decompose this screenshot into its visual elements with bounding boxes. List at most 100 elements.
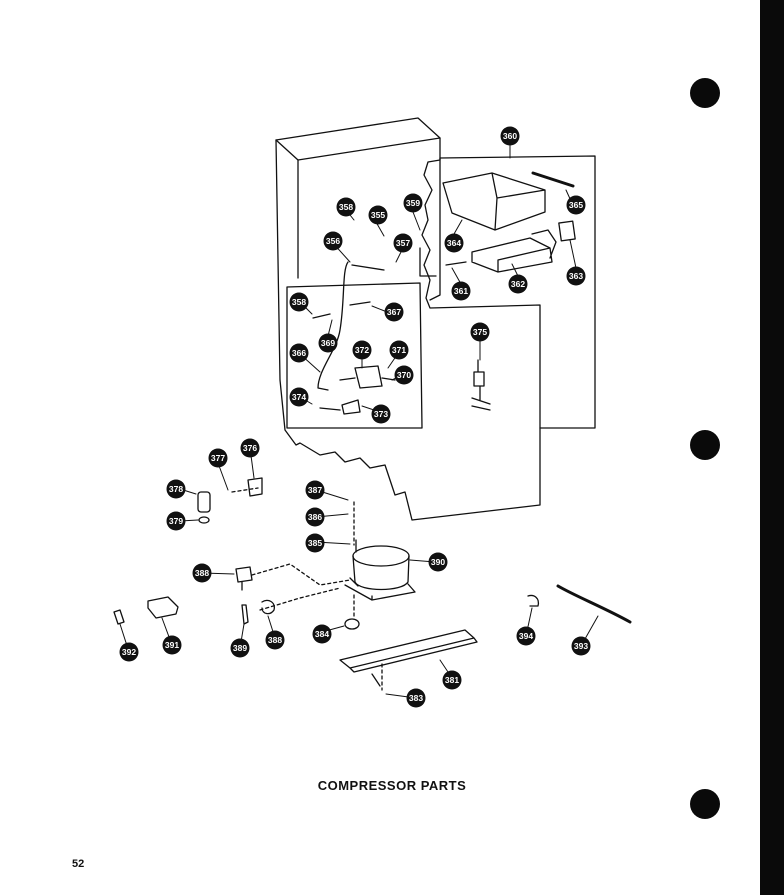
cabinet-edge <box>275 137 441 161</box>
callout-357: 357 <box>393 233 413 253</box>
control-device <box>339 365 396 389</box>
callout-393: 393 <box>571 636 591 656</box>
capacitor-cap <box>198 516 210 524</box>
page-number: 52 <box>72 858 85 870</box>
ice-tube <box>419 247 467 277</box>
svg-text:367: 367 <box>387 307 401 317</box>
callout-383: 383 <box>406 688 426 708</box>
svg-text:388: 388 <box>268 635 282 645</box>
strap <box>556 584 632 624</box>
svg-text:378: 378 <box>169 484 183 494</box>
callout-377: 377 <box>208 448 228 468</box>
callout-367: 367 <box>384 302 404 322</box>
ice-maker-box <box>429 155 596 429</box>
svg-text:366: 366 <box>292 348 306 358</box>
callout-389: 389 <box>230 638 250 658</box>
svg-text:358: 358 <box>339 202 353 212</box>
relay-part <box>235 566 253 591</box>
callout-374: 374 <box>289 387 309 407</box>
svg-text:388: 388 <box>195 568 209 578</box>
callout-392: 392 <box>119 642 139 662</box>
clip-392 <box>113 609 125 625</box>
callout-360: 360 <box>500 126 520 146</box>
callout-391: 391 <box>162 635 182 655</box>
ice-bucket <box>442 172 546 231</box>
svg-text:375: 375 <box>473 327 487 337</box>
callout-365: 365 <box>566 195 586 215</box>
svg-text:356: 356 <box>326 236 340 246</box>
capacitor <box>197 491 211 513</box>
compressor-body <box>352 555 410 591</box>
svg-text:385: 385 <box>308 538 322 548</box>
compressor-valve <box>349 539 359 587</box>
callout-358-lower: 358 <box>289 292 309 312</box>
svg-text:361: 361 <box>454 286 468 296</box>
svg-text:369: 369 <box>321 338 335 348</box>
callout-356: 356 <box>323 231 343 251</box>
clamp-394 <box>527 594 540 607</box>
callout-384: 384 <box>312 624 332 644</box>
svg-text:363: 363 <box>569 271 583 281</box>
svg-text:391: 391 <box>165 640 179 650</box>
punch-hole-top <box>690 78 720 108</box>
svg-text:392: 392 <box>122 647 136 657</box>
svg-text:371: 371 <box>392 345 406 355</box>
callout-355: 355 <box>368 205 388 225</box>
callout-358-upper: 358 <box>336 197 356 217</box>
svg-text:373: 373 <box>374 409 388 419</box>
callout-386: 386 <box>305 507 325 527</box>
ice-maker-assembly <box>471 229 557 273</box>
callout-373: 373 <box>371 404 391 424</box>
callout-359: 359 <box>403 193 423 213</box>
cabinet-outline <box>275 117 541 521</box>
callout-385: 385 <box>305 533 325 553</box>
svg-text:379: 379 <box>169 516 183 526</box>
svg-text:358: 358 <box>292 297 306 307</box>
callout-378: 378 <box>166 479 186 499</box>
binding-strip <box>760 0 784 895</box>
callout-379: 379 <box>166 511 186 531</box>
callout-369: 369 <box>318 333 338 353</box>
svg-text:360: 360 <box>503 131 517 141</box>
callout-390: 390 <box>428 552 448 572</box>
punch-hole-bottom <box>690 789 720 819</box>
svg-text:355: 355 <box>371 210 385 220</box>
control-leaders <box>312 301 371 411</box>
compressor-base <box>344 583 416 601</box>
callout-371: 371 <box>389 340 409 360</box>
svg-text:357: 357 <box>396 238 410 248</box>
svg-text:394: 394 <box>519 631 533 641</box>
ice-rod <box>531 171 575 188</box>
callout-362: 362 <box>508 274 528 294</box>
thermostat <box>471 359 491 411</box>
control-bracket <box>341 399 361 415</box>
bracket-376 <box>247 477 263 497</box>
overload-part <box>241 599 275 625</box>
svg-text:393: 393 <box>574 641 588 651</box>
callout-381: 381 <box>442 670 462 690</box>
callout-361: 361 <box>451 281 471 301</box>
compressor-top <box>352 545 410 567</box>
callout-leaders <box>119 143 599 699</box>
svg-text:362: 362 <box>511 279 525 289</box>
callout-394: 394 <box>516 626 536 646</box>
svg-text:374: 374 <box>292 392 306 402</box>
dashed-leaders <box>231 487 383 691</box>
callout-388-left: 388 <box>192 563 212 583</box>
svg-text:389: 389 <box>233 643 247 653</box>
svg-text:383: 383 <box>409 693 423 703</box>
punch-hole-middle <box>690 430 720 460</box>
callout-388-right: 388 <box>265 630 285 650</box>
svg-text:390: 390 <box>431 557 445 567</box>
callout-364: 364 <box>444 233 464 253</box>
callout-372: 372 <box>352 340 372 360</box>
terminal-cover <box>147 596 179 619</box>
callout-363: 363 <box>566 266 586 286</box>
callout-370: 370 <box>394 365 414 385</box>
callout-375: 375 <box>470 322 490 342</box>
svg-text:376: 376 <box>243 443 257 453</box>
svg-text:386: 386 <box>308 512 322 522</box>
svg-text:381: 381 <box>445 675 459 685</box>
svg-text:364: 364 <box>447 238 461 248</box>
